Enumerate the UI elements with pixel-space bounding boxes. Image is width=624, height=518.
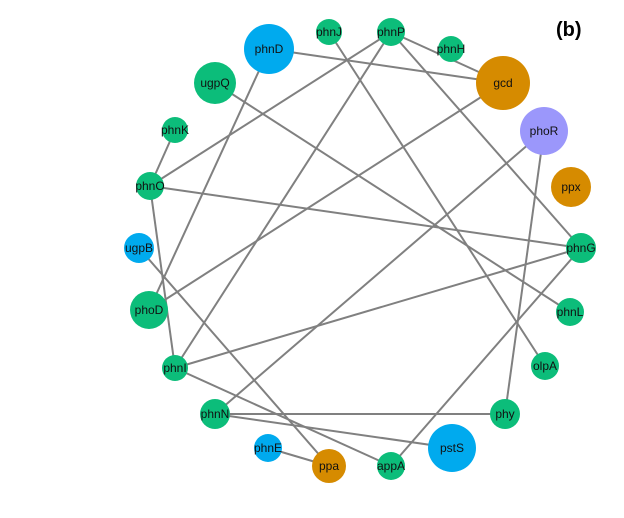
edge-phnP-phnI [174, 31, 392, 369]
node-label-phnL: phnL [557, 305, 584, 319]
node-label-ugpB: ugpB [125, 241, 153, 255]
node-ppx: ppx [551, 167, 591, 207]
node-label-ppa: ppa [319, 459, 339, 473]
node-phnK: phnK [161, 117, 189, 143]
node-label-phnI: phnI [163, 361, 186, 375]
node-label-ugpQ: ugpQ [200, 76, 229, 90]
node-circle-phy [490, 399, 520, 429]
node-phnO: phnO [135, 172, 165, 200]
node-circle-ppx [551, 167, 591, 207]
node-circle-phnE [254, 434, 282, 462]
node-label-phnG: phnG [566, 241, 595, 255]
edge-phnI-phnG [174, 247, 582, 369]
node-circle-phnD [244, 24, 294, 74]
node-circle-pstS [428, 424, 476, 472]
panel-label: (b) [556, 19, 582, 41]
node-phnD: phnD [244, 24, 294, 74]
node-circle-gcd [476, 56, 530, 110]
node-layer: phnJ phnP phnH phnD ugpQ gcd phoR phnK ppx phnO ug… [124, 18, 596, 483]
node-label-phnO: phnO [135, 179, 164, 193]
edge-phnN-pstS [214, 413, 453, 449]
node-label-pstS: pstS [440, 441, 464, 455]
node-circle-phoR [520, 107, 568, 155]
node-phoR: phoR [520, 107, 568, 155]
node-label-phoD: phoD [135, 303, 164, 317]
node-ugpB: ugpB [124, 233, 154, 263]
node-phnH: phnH [437, 36, 466, 62]
node-circle-olpA [531, 352, 559, 380]
node-phoD: phoD [130, 291, 168, 329]
edge-ugpQ-phnL [214, 82, 571, 313]
node-circle-phnN [200, 399, 230, 429]
edge-phoR-phnN [214, 130, 545, 415]
node-circle-phnJ [316, 19, 342, 45]
node-circle-phnO [136, 172, 164, 200]
node-label-phnH: phnH [437, 42, 466, 56]
edge-phnO-phnG [149, 185, 582, 249]
node-phnI: phnI [162, 355, 188, 381]
node-label-phnE: phnE [254, 441, 282, 455]
node-label-ppx: ppx [561, 180, 580, 194]
edge-phnJ-olpA [328, 31, 546, 367]
node-appA: appA [377, 452, 405, 480]
node-pstS: pstS [428, 424, 476, 472]
node-circle-phnI [162, 355, 188, 381]
node-gcd: gcd [476, 56, 530, 110]
node-phnG: phnG [566, 233, 596, 263]
node-label-gcd: gcd [493, 76, 512, 90]
edge-phnD-phoD [148, 48, 270, 311]
node-label-phnN: phnN [201, 407, 230, 421]
node-phnJ: phnJ [316, 19, 342, 45]
node-phnE: phnE [254, 434, 282, 462]
edge-phnO-phnI [149, 185, 176, 369]
node-phnN: phnN [200, 399, 230, 429]
node-circle-phnH [438, 36, 464, 62]
node-phnL: phnL [556, 298, 584, 326]
node-circle-phnK [162, 117, 188, 143]
node-label-phnP: phnP [377, 25, 405, 39]
edge-phoR-phy [504, 130, 545, 415]
edge-phnD-gcd [268, 48, 504, 84]
edge-appA-phnG [390, 247, 582, 467]
node-label-phoR: phoR [530, 124, 559, 138]
node-circle-ppa [312, 449, 346, 483]
node-label-olpA: olpA [533, 359, 557, 373]
node-circle-phnL [556, 298, 584, 326]
edge-phnP-phnO [149, 31, 392, 187]
node-ppa: ppa [312, 449, 346, 483]
edge-phnI-appA [174, 367, 392, 467]
edge-phnP-phnG [390, 31, 582, 249]
node-circle-phnP [377, 18, 405, 46]
node-label-phnJ: phnJ [316, 25, 342, 39]
node-circle-phnG [566, 233, 596, 263]
node-circle-appA [377, 452, 405, 480]
node-label-phnK: phnK [161, 123, 189, 137]
node-circle-phoD [130, 291, 168, 329]
node-circle-ugpQ [194, 62, 236, 104]
node-label-appA: appA [377, 459, 405, 473]
node-ugpQ: ugpQ [194, 62, 236, 104]
edge-ugpB-ppa [138, 247, 330, 467]
node-circle-ugpB [124, 233, 154, 263]
node-phnP: phnP [377, 18, 405, 46]
node-phy: phy [490, 399, 520, 429]
edge-gcd-phoD [148, 82, 504, 311]
node-label-phnD: phnD [255, 42, 284, 56]
node-olpA: olpA [531, 352, 559, 380]
node-label-phy: phy [495, 407, 514, 421]
